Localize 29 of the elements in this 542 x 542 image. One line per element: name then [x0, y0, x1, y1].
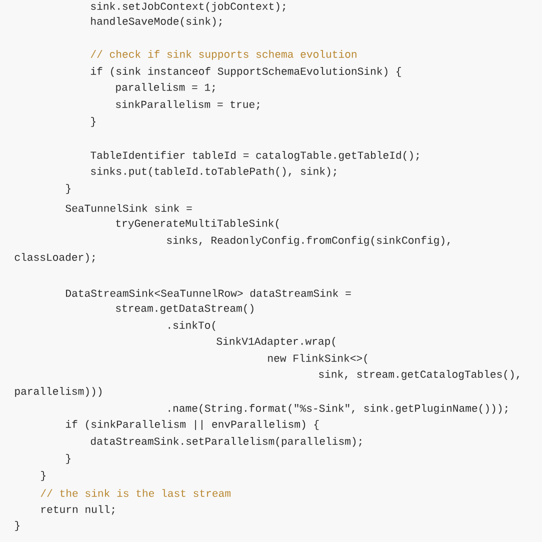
code-line: classLoader); — [14, 253, 95, 263]
code-line: new FlinkSink<>( — [268, 354, 368, 364]
code-line: TableIdentifier tableId = catalogTable.getTableId(); — [90, 151, 419, 161]
code-line: // check if sink supports schema evolution — [90, 50, 356, 60]
code-line: .sinkTo( — [168, 321, 216, 331]
code-line: if (sinkParallelism || envParallelism) { — [66, 420, 319, 430]
code-line: dataStreamSink.setParallelism(parallelism); — [90, 437, 362, 447]
code-line: SinkV1Adapter.wrap( — [216, 337, 336, 347]
code-line: DataStreamSink<SeaTunnelRow> dataStreamSink = — [66, 289, 351, 297]
code-line: } — [66, 454, 70, 464]
code-line: .name(String.format("%s-Sink", sink.getPluginName())); — [168, 404, 508, 414]
code-line: } — [15, 521, 20, 531]
code-line: sinkParallelism = true; — [116, 100, 260, 110]
code-line: sink.setJobContext(jobContext); — [91, 2, 286, 12]
code-line: // the sink is the last stream — [40, 489, 230, 497]
code-line: sink, stream.getCatalogTables(), — [319, 370, 519, 380]
code-line: handleSaveMode(sink); — [91, 17, 222, 27]
code-line: if (sink instanceof SupportSchemaEvolutionSink) { — [90, 67, 401, 77]
code-line: } — [91, 117, 96, 127]
code-line: parallelism))) — [15, 387, 102, 397]
code-line: SeaTunnelSink sink = — [66, 204, 192, 212]
code-line: return null; — [41, 505, 114, 515]
code-line: } — [41, 471, 46, 481]
code-line: tryGenerateMultiTableSink( — [116, 219, 279, 229]
code-line: parallelism = 1; — [116, 83, 215, 93]
code-line: } — [66, 184, 70, 194]
code-line: stream.getDataStream() — [116, 304, 254, 314]
code-line: sinks, ReadonlyConfig.fromConfig(sinkConfig), — [167, 236, 450, 246]
code-line: sinks.put(tableId.toTablePath(), sink); — [91, 167, 336, 177]
